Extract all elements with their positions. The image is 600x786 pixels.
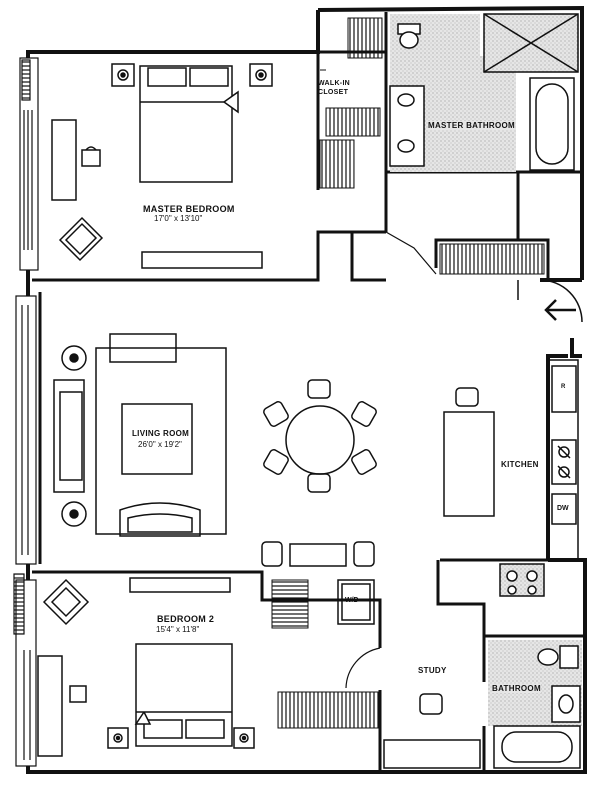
bedroom-2-label: BEDROOM 2 — [157, 614, 215, 624]
kitchen-island — [443, 411, 495, 517]
bedroom2-wardrobe — [277, 691, 379, 729]
refrigerator — [551, 365, 577, 413]
bedroom2-bench — [129, 577, 231, 593]
living-side-tables — [61, 345, 87, 527]
bathroom-label: BATHROOM — [492, 684, 541, 693]
study-desk — [383, 739, 481, 769]
living-console — [109, 333, 177, 363]
bath-toilet — [537, 645, 579, 669]
living-sofa — [53, 379, 85, 493]
dining-table — [263, 379, 377, 493]
hall-sideboard — [261, 541, 375, 567]
living-room-dims: 26'0" x 19'2" — [138, 440, 182, 449]
closet-shelves — [319, 17, 383, 189]
entry-arrow-icon — [544, 299, 576, 321]
entry-door — [517, 279, 583, 323]
kitchen-stool — [455, 387, 479, 407]
west-windows — [13, 57, 39, 767]
kitchen-counter — [547, 359, 579, 561]
master-bedroom-label: MASTER BEDROOM — [143, 204, 235, 214]
master-tub — [529, 77, 575, 171]
refrigerator-label: R — [561, 384, 566, 390]
study-label: STUDY — [418, 666, 447, 675]
master-armchair — [58, 216, 104, 262]
master-bedroom-door — [385, 231, 437, 275]
master-shower — [483, 13, 579, 73]
walk-in-closet-label-1: WALK-IN — [318, 80, 351, 87]
bedroom2-dresser — [37, 655, 87, 757]
master-bathroom-label: MASTER BATHROOM — [428, 121, 516, 130]
bedroom2-closet — [271, 579, 309, 629]
cooktop — [551, 439, 577, 485]
living-rug — [95, 347, 227, 535]
master-bed — [111, 63, 273, 183]
master-toilet — [397, 23, 421, 49]
walk-in-closet-label-2: CLOSET — [318, 89, 349, 96]
bath-tub — [493, 725, 581, 769]
washer-dryer-label: W/D — [345, 597, 359, 604]
bedroom2-armchair — [42, 578, 90, 626]
dishwasher — [551, 493, 577, 525]
dishwasher-label: DW — [557, 505, 569, 512]
washer-dryer — [337, 579, 375, 625]
master-dresser — [51, 119, 101, 201]
range — [499, 563, 545, 597]
bedroom-2-dims: 15'4" x 11'8" — [156, 625, 200, 634]
living-coffee-table — [121, 403, 193, 475]
living-armchair — [119, 502, 201, 537]
master-vanity — [389, 85, 425, 167]
master-bench — [141, 251, 263, 269]
bedroom2-door — [345, 647, 381, 689]
master-bedroom-dims: 17'0" x 13'10" — [154, 214, 203, 223]
bath-vanity — [551, 685, 581, 723]
bedroom2-bed — [107, 643, 255, 749]
study-chair — [419, 693, 443, 715]
dining-chair — [263, 379, 377, 493]
foyer-closet — [439, 243, 545, 275]
living-room-label: LIVING ROOM — [132, 429, 190, 438]
kitchen-label: KITCHEN — [501, 460, 539, 469]
